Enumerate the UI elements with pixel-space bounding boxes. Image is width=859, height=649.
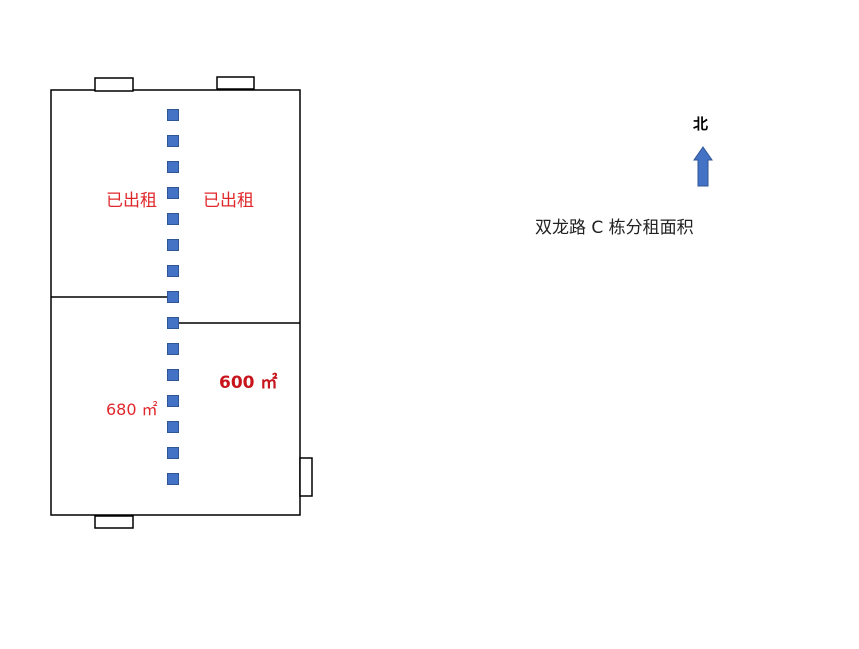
column-marker [167,369,179,381]
door-east [299,457,313,497]
door-north-east [216,76,255,90]
door-north-west [94,77,134,92]
column-marker [167,317,179,329]
column-marker [167,447,179,459]
plan-title: 双龙路 C 栋分租面积 [535,218,694,238]
column-marker [167,473,179,485]
column-marker [167,395,179,407]
column-marker [167,109,179,121]
north-label: 北 [693,115,709,133]
column-marker [167,161,179,173]
unit-label-north-east: 已出租 [203,191,254,211]
column-marker [167,291,179,303]
column-marker [167,343,179,355]
north-arrow-icon [693,146,713,187]
column-marker [167,421,179,433]
column-marker [167,265,179,277]
unit-area-south-west: 680 ㎡ [106,400,158,419]
column-marker [167,135,179,147]
door-south [94,515,134,529]
unit-area-south-east: 600 ㎡ [219,373,278,393]
column-marker [167,239,179,251]
column-line [167,109,179,485]
column-marker [167,187,179,199]
column-marker [167,213,179,225]
unit-label-north-west: 已出租 [106,191,157,211]
